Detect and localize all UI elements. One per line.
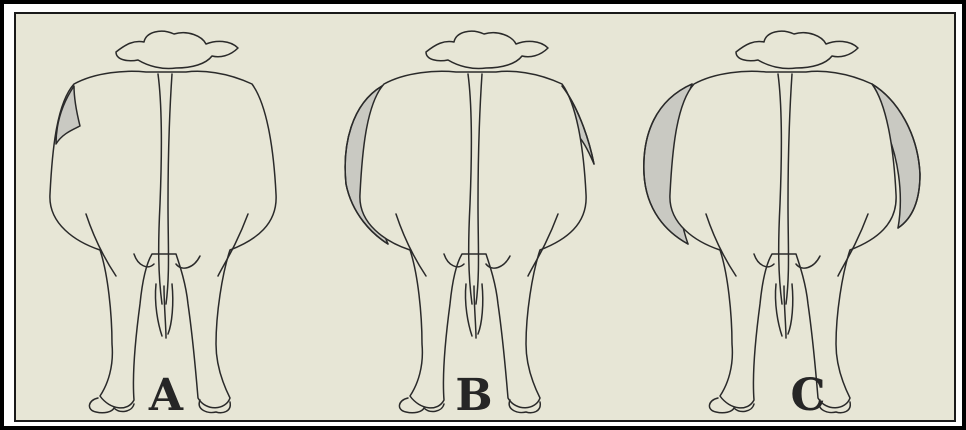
cow-c-illustration: C bbox=[636, 14, 936, 420]
cow-b-illustration: B bbox=[326, 14, 626, 420]
cow-c-tail-switch bbox=[775, 284, 792, 338]
cow-a-tail-switch bbox=[155, 284, 172, 338]
cow-a-label: A bbox=[136, 376, 196, 416]
cow-c-body bbox=[670, 71, 896, 408]
cow-c-drawing bbox=[636, 14, 936, 420]
cow-a-illustration: A bbox=[16, 14, 316, 420]
cow-b-body bbox=[360, 71, 586, 408]
cow-b-drawing bbox=[326, 14, 626, 420]
cow-c-label: C bbox=[778, 376, 838, 416]
cow-b-head bbox=[426, 31, 548, 68]
cow-a-body bbox=[50, 71, 276, 408]
cow-b-tail-switch bbox=[465, 284, 482, 338]
cow-a-head bbox=[116, 31, 238, 68]
cow-b-label: B bbox=[444, 376, 504, 416]
cow-a-drawing bbox=[16, 14, 316, 420]
figure-panel: A B bbox=[14, 12, 956, 422]
cow-c-head bbox=[736, 31, 858, 68]
